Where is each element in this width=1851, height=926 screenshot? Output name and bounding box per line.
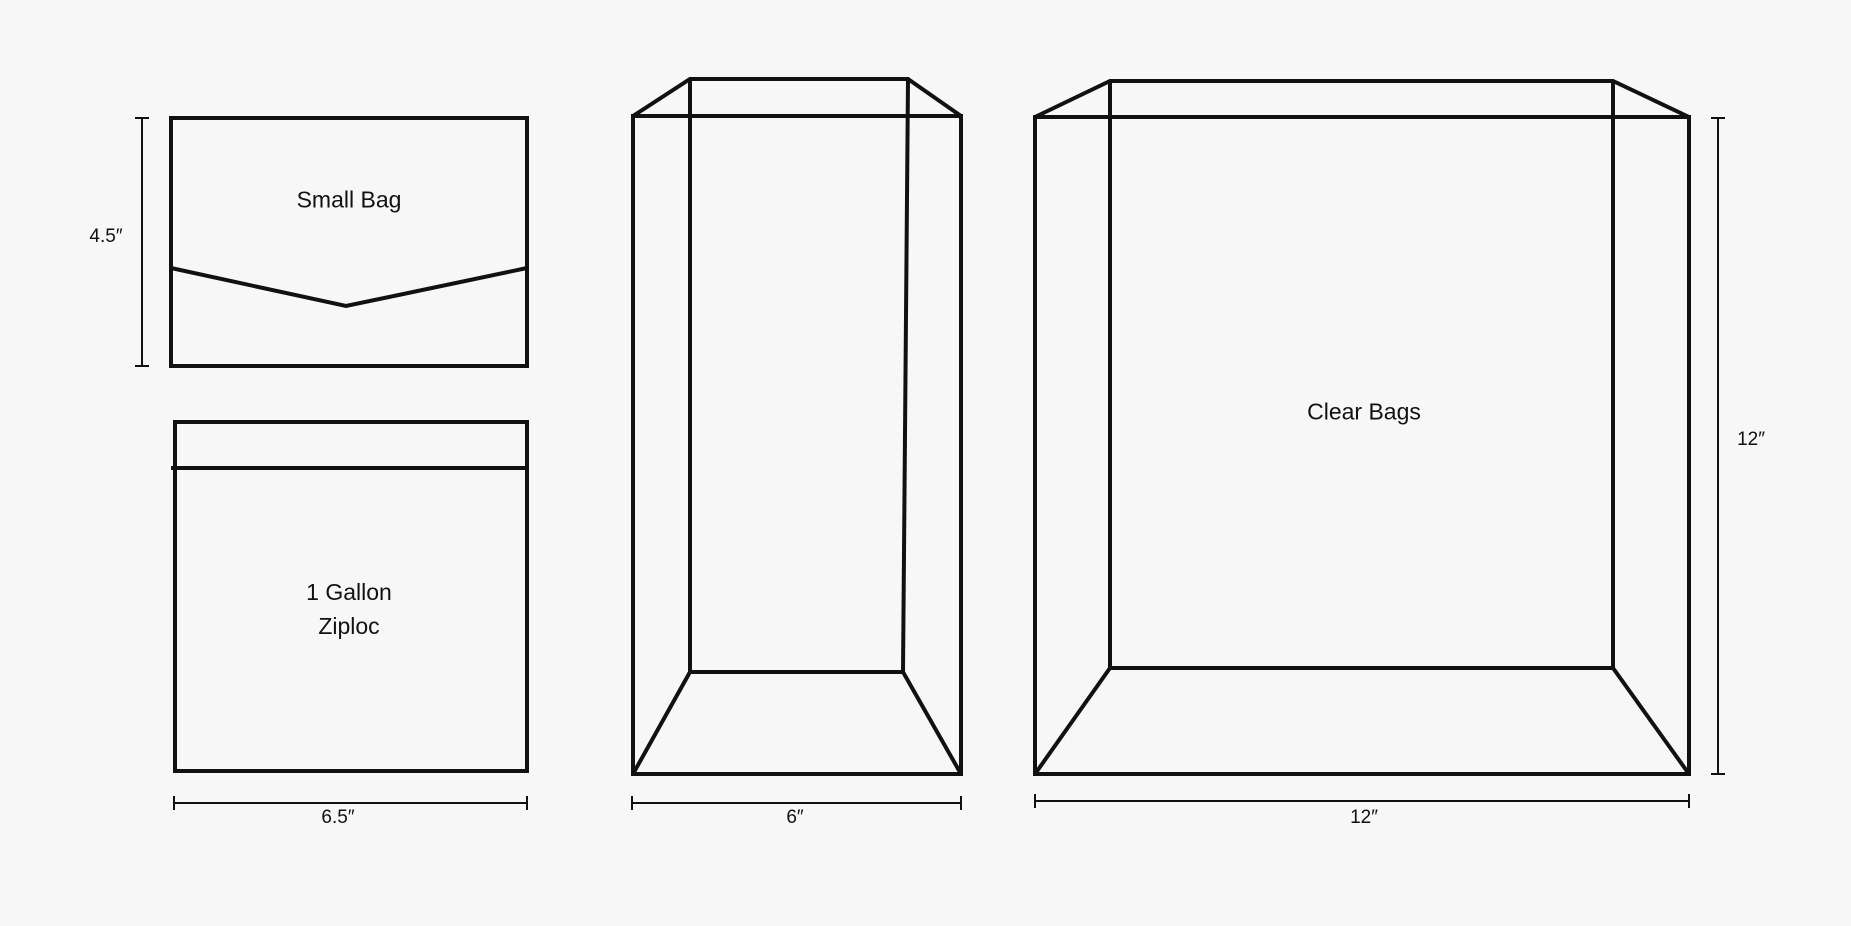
gallon-width-dimension bbox=[173, 796, 528, 810]
clear-bags-height-dimension bbox=[1711, 117, 1725, 775]
tall-bag-width-label: 6″ bbox=[786, 807, 804, 828]
tall-bag-outline bbox=[631, 77, 963, 776]
gallon-ziploc-label: 1 Gallon Ziploc bbox=[306, 575, 392, 643]
small-bag-height-dimension bbox=[135, 117, 149, 367]
clear-bags-width-dimension bbox=[1034, 794, 1690, 808]
gallon-ziploc-outline bbox=[171, 420, 529, 773]
small-bag-outline bbox=[169, 116, 529, 368]
clear-bags-outline bbox=[1033, 79, 1691, 776]
clear-bags-width-label: 12″ bbox=[1350, 807, 1378, 828]
tall-bag-width-dimension bbox=[631, 796, 962, 810]
gallon-width-label: 6.5″ bbox=[321, 807, 355, 828]
small-bag-label: Small Bag bbox=[296, 186, 402, 213]
clear-bags-label: Clear Bags bbox=[1307, 398, 1421, 425]
clear-bags-height-label: 12″ bbox=[1737, 429, 1765, 450]
gallon-label-line1: 1 Gallon bbox=[306, 579, 392, 605]
gallon-label-line2: Ziploc bbox=[318, 613, 380, 639]
small-bag-height-label: 4.5″ bbox=[89, 226, 123, 247]
